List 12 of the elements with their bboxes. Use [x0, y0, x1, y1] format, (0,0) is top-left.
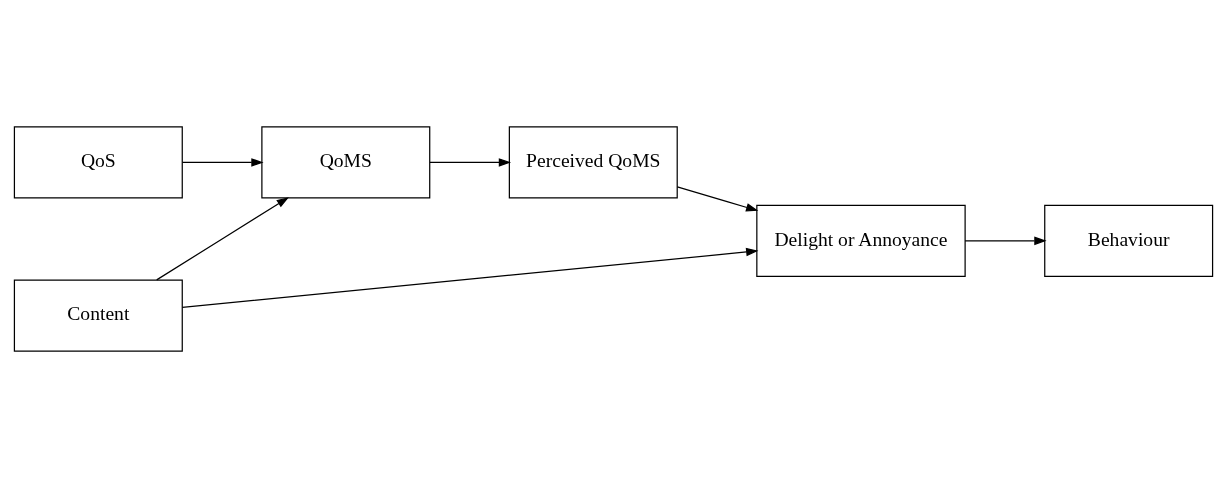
node-box: Perceived QoMS [508, 125, 678, 199]
arrow [181, 247, 759, 308]
arrow [429, 157, 512, 167]
arrow [156, 196, 289, 280]
node-box: Behaviour [1044, 204, 1214, 277]
node-box: Delight or Annoyance [756, 204, 966, 277]
node-box: QoS [13, 125, 183, 199]
arrow [181, 157, 264, 167]
arrow [676, 185, 759, 211]
arrow [964, 236, 1047, 245]
node-box: QoMS [261, 125, 431, 199]
node-box: Content [13, 278, 183, 352]
